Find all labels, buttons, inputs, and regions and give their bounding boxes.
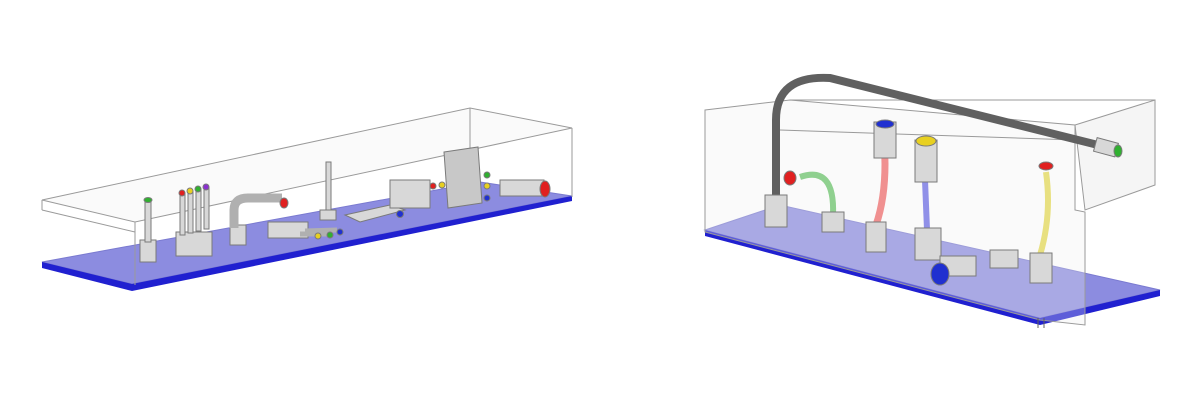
panel-mount-plate bbox=[443, 146, 483, 209]
yellow-pipe-holder bbox=[1029, 252, 1053, 284]
single-pipe bbox=[144, 199, 152, 243]
led-green bbox=[326, 231, 334, 239]
led-blue bbox=[930, 262, 950, 286]
right-assembly bbox=[703, 73, 1161, 328]
led-green bbox=[194, 185, 202, 193]
blue-pipe-holder bbox=[914, 227, 942, 261]
large-pipe bbox=[499, 179, 545, 197]
led-blue bbox=[483, 194, 491, 202]
led-red bbox=[783, 170, 797, 186]
left-assembly bbox=[41, 107, 573, 291]
led-red bbox=[429, 182, 437, 190]
led-blue bbox=[202, 183, 210, 191]
side-pipe-holder bbox=[989, 249, 1019, 269]
right-angle-pipe bbox=[229, 193, 282, 228]
left-base-plate-edge bbox=[42, 196, 572, 291]
block-holder bbox=[389, 179, 431, 209]
single-pipe-holder bbox=[139, 239, 157, 263]
led-blue bbox=[336, 228, 344, 236]
led-red bbox=[1038, 161, 1054, 171]
led-yellow bbox=[483, 182, 491, 190]
quad-pipe-holder bbox=[175, 231, 213, 257]
bent-bracket bbox=[343, 204, 407, 223]
green-pipe-holder bbox=[821, 211, 845, 233]
led-red bbox=[178, 189, 186, 197]
flexible-pipe-yellow bbox=[1037, 171, 1051, 256]
led-yellow bbox=[915, 135, 937, 147]
led-red bbox=[279, 197, 289, 209]
tall-pipe-base bbox=[319, 209, 337, 221]
left-enclosure bbox=[41, 107, 573, 285]
flexible-pipe-green bbox=[799, 171, 837, 216]
led-green bbox=[483, 171, 491, 179]
led-green bbox=[143, 197, 153, 203]
led-red bbox=[539, 180, 551, 198]
led-blue bbox=[396, 210, 404, 218]
led-yellow bbox=[438, 181, 446, 189]
left-components bbox=[139, 146, 551, 263]
tall-pipe bbox=[325, 161, 332, 215]
led-blue bbox=[875, 119, 895, 129]
flexible-pipe-dark bbox=[772, 73, 1111, 200]
flexible-pipe-blue bbox=[922, 179, 930, 231]
led-yellow bbox=[186, 187, 194, 195]
led-yellow bbox=[314, 232, 322, 240]
led-green bbox=[1113, 144, 1123, 158]
flexible-pipe-holder bbox=[764, 194, 788, 228]
red-pipe-holder bbox=[865, 221, 887, 253]
right-components bbox=[764, 73, 1123, 328]
